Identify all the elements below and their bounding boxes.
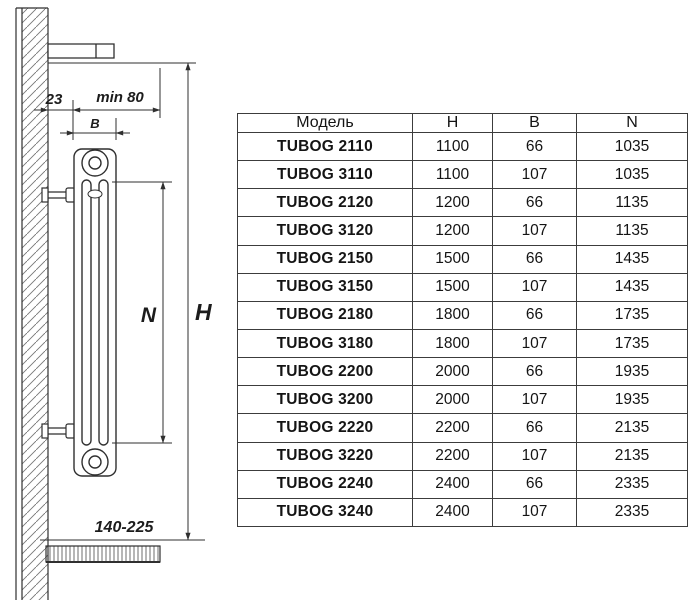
dim-label-depth-b: В (90, 116, 99, 131)
model-cell: TUBOG 2150 (237, 244, 413, 274)
h-cell: 2200 (412, 441, 493, 471)
top-header-port (88, 156, 102, 170)
b-cell: 107 (492, 385, 577, 415)
wall (15, 7, 49, 600)
b-cell: 66 (492, 188, 577, 218)
dim-label-axis-n: N (141, 304, 157, 327)
h-cell: 2400 (412, 469, 493, 499)
lower-bracket (41, 423, 76, 439)
table-header-row: Модель H B N (237, 113, 688, 133)
model-cell: TUBOG 3200 (237, 385, 413, 415)
dimension-lines (34, 62, 205, 541)
b-cell: 107 (492, 328, 577, 359)
bottom-header-port (88, 455, 102, 469)
header-model: Модель (237, 113, 413, 133)
model-cell: TUBOG 3180 (237, 328, 413, 359)
n-cell: 1435 (576, 244, 688, 274)
n-cell: 1935 (576, 357, 688, 387)
n-cell: 1135 (576, 216, 688, 246)
h-cell: 1200 (412, 188, 493, 218)
windowsill (47, 43, 115, 59)
model-cell: TUBOG 3220 (237, 441, 413, 471)
b-cell: 107 (492, 272, 577, 302)
header-h: H (412, 113, 493, 133)
h-cell: 2400 (412, 497, 493, 528)
n-cell: 1735 (576, 328, 688, 359)
h-cell: 2200 (412, 413, 493, 443)
n-cell: 1935 (576, 385, 688, 415)
b-cell: 66 (492, 357, 577, 387)
n-cell: 2135 (576, 413, 688, 443)
brand-plate (87, 189, 103, 199)
radiator-tube (98, 179, 109, 446)
model-cell: TUBOG 3150 (237, 272, 413, 302)
n-cell: 1435 (576, 272, 688, 302)
h-cell: 1800 (412, 300, 493, 330)
model-cell: TUBOG 2240 (237, 469, 413, 499)
n-cell: 1035 (576, 160, 688, 190)
dim-label-wall-gap: 23 (45, 91, 63, 108)
b-cell: 66 (492, 131, 577, 162)
dim-label-floor-distance: 140-225 (95, 519, 155, 536)
n-cell: 2135 (576, 441, 688, 471)
model-cell: TUBOG 2120 (237, 188, 413, 218)
mounting-brackets (41, 187, 76, 439)
h-cell: 1200 (412, 216, 493, 246)
model-cell: TUBOG 3120 (237, 216, 413, 246)
upper-bracket (41, 187, 76, 203)
h-cell: 2000 (412, 357, 493, 387)
b-cell: 66 (492, 244, 577, 274)
b-cell: 107 (492, 216, 577, 246)
model-cell: TUBOG 3110 (237, 160, 413, 190)
h-cell: 1500 (412, 272, 493, 302)
n-cell: 2335 (576, 469, 688, 499)
model-cell: TUBOG 2110 (237, 131, 413, 162)
h-cell: 2000 (412, 385, 493, 415)
b-cell: 66 (492, 300, 577, 330)
model-cell: TUBOG 2200 (237, 357, 413, 387)
n-cell: 1135 (576, 188, 688, 218)
dim-label-min-clearance: min 80 (96, 89, 144, 106)
model-cell: TUBOG 2180 (237, 300, 413, 330)
header-n: N (576, 113, 688, 133)
dimension-labels: 23 min 80 В N H 140-225 (45, 89, 212, 536)
h-cell: 1100 (412, 131, 493, 162)
b-cell: 107 (492, 497, 577, 528)
radiator-tube (81, 179, 92, 446)
model-cell: TUBOG 2220 (237, 413, 413, 443)
n-cell: 2335 (576, 497, 688, 528)
h-cell: 1500 (412, 244, 493, 274)
h-cell: 1800 (412, 328, 493, 359)
technical-drawing: 23 min 80 В N H 140-225 (15, 7, 212, 600)
floor (45, 545, 161, 563)
b-cell: 66 (492, 469, 577, 499)
header-b: B (492, 113, 577, 133)
n-cell: 1035 (576, 131, 688, 162)
b-cell: 107 (492, 160, 577, 190)
b-cell: 107 (492, 441, 577, 471)
model-cell: TUBOG 3240 (237, 497, 413, 528)
radiator (73, 148, 117, 477)
dim-label-height-h: H (195, 299, 212, 325)
n-cell: 1735 (576, 300, 688, 330)
h-cell: 1100 (412, 160, 493, 190)
b-cell: 66 (492, 413, 577, 443)
